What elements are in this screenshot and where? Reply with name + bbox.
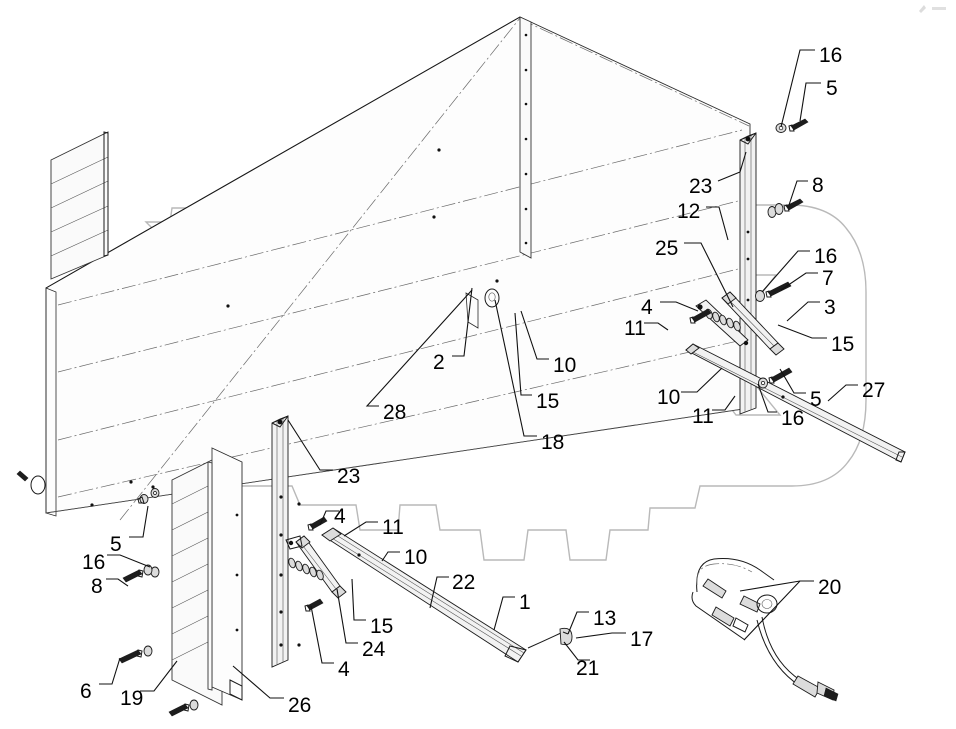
fastener-left-6	[118, 645, 153, 664]
tab-2	[465, 292, 479, 329]
callout-15-b[interactable]: 15	[536, 390, 560, 413]
short-strut-3-15	[721, 291, 785, 356]
callout-5-a[interactable]: 5	[826, 77, 838, 100]
fastener-bolt-4-lower-b	[304, 598, 324, 612]
callout-4-b[interactable]: 4	[334, 505, 346, 528]
eyelet-left	[16, 470, 46, 495]
callout-20[interactable]: 20	[818, 576, 842, 599]
corner-logo-mark	[919, 5, 946, 13]
callout-21[interactable]: 21	[576, 657, 600, 680]
tension-strap-upper	[691, 558, 778, 641]
callout-10-b[interactable]: 10	[553, 354, 577, 377]
vertical-post-center	[271, 415, 301, 668]
callout-27[interactable]: 27	[862, 379, 886, 402]
fastener-bolt-4-upper	[689, 308, 712, 324]
callout-5-c[interactable]: 5	[110, 533, 122, 556]
hook-assembly-13-21	[527, 627, 573, 649]
callout-4-c[interactable]: 4	[338, 658, 350, 681]
callout-25[interactable]: 25	[655, 237, 679, 260]
callout-11-c[interactable]: 11	[382, 516, 404, 539]
callout-23-b[interactable]: 23	[337, 465, 361, 488]
callout-11-b[interactable]: 11	[692, 405, 714, 428]
callout-11-a[interactable]: 11	[624, 317, 646, 340]
diagonal-brace-27	[685, 343, 906, 463]
callout-17[interactable]: 17	[630, 628, 654, 651]
callout-19[interactable]: 19	[120, 687, 144, 710]
callout-13[interactable]: 13	[593, 607, 617, 630]
callout-5-b[interactable]: 5	[810, 388, 822, 411]
callout-10-a[interactable]: 10	[657, 386, 681, 409]
fastener-bottom-left	[168, 699, 199, 717]
hatched-flap-upper-left	[50, 131, 109, 280]
callout-1[interactable]: 1	[519, 591, 531, 614]
callout-16-b[interactable]: 16	[814, 245, 838, 268]
fastener-bolt-5-lower	[758, 367, 793, 389]
callout-4-a[interactable]: 4	[641, 296, 653, 319]
fastener-left-8	[122, 564, 160, 583]
callout-23-a[interactable]: 23	[689, 175, 713, 198]
fastener-bolt-8	[767, 198, 804, 218]
callout-7[interactable]: 7	[822, 267, 834, 290]
tension-strap-lower	[756, 616, 839, 702]
callout-22[interactable]: 22	[452, 571, 476, 594]
callout-18[interactable]: 18	[541, 431, 565, 454]
callout-3[interactable]: 3	[824, 296, 836, 319]
callout-8-b[interactable]: 8	[91, 575, 103, 598]
callout-8-a[interactable]: 8	[812, 174, 824, 197]
fastener-top-right	[775, 118, 809, 133]
washer-stack-lower	[288, 557, 324, 581]
lower-left-panel-26	[207, 447, 243, 701]
diagonal-brace-22	[321, 527, 527, 663]
callout-6[interactable]: 6	[80, 680, 92, 703]
center-sheet-rib	[519, 16, 532, 259]
callout-28[interactable]: 28	[383, 401, 407, 424]
callout-16-a[interactable]: 16	[819, 44, 843, 67]
callout-16-d[interactable]: 16	[82, 551, 106, 574]
callout-12[interactable]: 12	[677, 200, 701, 223]
callout-16-c[interactable]: 16	[781, 407, 805, 430]
callout-15-c[interactable]: 15	[370, 615, 394, 638]
fastener-bolt-4-lower-a	[307, 516, 328, 531]
ring-18	[484, 288, 500, 308]
callout-2[interactable]: 2	[433, 351, 445, 374]
fastener-bolt-7	[755, 281, 792, 302]
fastener-left-5	[137, 488, 160, 504]
washer-stack-upper	[705, 308, 741, 332]
callout-26[interactable]: 26	[288, 694, 312, 717]
callout-10-c[interactable]: 10	[404, 546, 428, 569]
main-side-panel	[45, 16, 751, 521]
leader-lines	[99, 49, 858, 699]
callout-24[interactable]: 24	[362, 638, 386, 661]
short-strut-24-15	[285, 535, 347, 599]
callout-15-a[interactable]: 15	[831, 333, 855, 356]
